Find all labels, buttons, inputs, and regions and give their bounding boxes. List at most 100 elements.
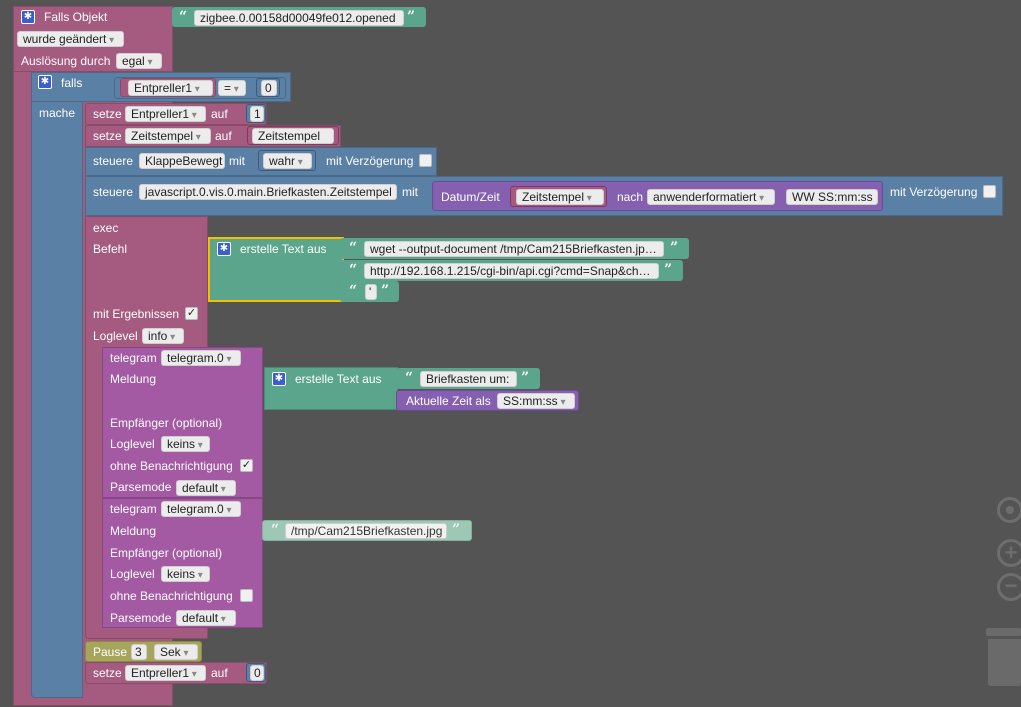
set-label: setze bbox=[93, 129, 122, 143]
loglevel-select[interactable]: keins bbox=[161, 436, 210, 452]
triggered-by-label: Auslösung durch bbox=[21, 54, 111, 68]
telegram-label: telegram bbox=[110, 351, 157, 365]
quote-close-icon: ” bbox=[381, 283, 390, 299]
zoom-in-icon[interactable]: + bbox=[997, 539, 1021, 567]
delay-checkbox[interactable] bbox=[983, 185, 996, 198]
text-field-1[interactable]: wget --output-document /tmp/Cam215Briefk… bbox=[364, 241, 664, 257]
text-field-3[interactable]: ' bbox=[365, 284, 377, 300]
time-format-select[interactable]: SS:mm:ss bbox=[497, 393, 575, 409]
current-time-label: Aktuelle Zeit als bbox=[406, 394, 491, 408]
quote-close-icon: ” bbox=[670, 240, 679, 256]
pause-unit-select[interactable]: Sek bbox=[154, 644, 198, 660]
triggered-by-select[interactable]: egal bbox=[116, 53, 162, 69]
loglevel-select[interactable]: info bbox=[142, 328, 184, 344]
silent-checkbox[interactable]: ✓ bbox=[240, 459, 253, 472]
quote-open-icon: “ bbox=[405, 370, 414, 386]
compare-value-field[interactable]: 0 bbox=[261, 80, 277, 96]
if-label: falls bbox=[61, 76, 83, 90]
condition-select[interactable]: wurde geändert bbox=[17, 31, 124, 47]
quote-open-icon: “ bbox=[349, 262, 358, 278]
text-field-2[interactable]: http://192.168.1.215/cgi-bin/api.cgi?cmd… bbox=[364, 263, 659, 279]
quote-close-icon: ” bbox=[521, 370, 530, 386]
quote-open-icon: “ bbox=[179, 9, 188, 25]
create-text-block[interactable] bbox=[264, 367, 398, 410]
delay-checkbox[interactable] bbox=[419, 154, 432, 167]
quote-close-icon: ” bbox=[664, 262, 673, 278]
telegram-instance-select[interactable]: telegram.0 bbox=[161, 501, 241, 517]
compare-var-select[interactable]: Entpreller1 bbox=[128, 80, 213, 96]
datetime-label: Datum/Zeit bbox=[441, 190, 500, 204]
set-value-field[interactable]: 0 bbox=[250, 665, 264, 681]
gear-icon[interactable]: ✱ bbox=[217, 242, 231, 256]
quote-open-icon: “ bbox=[349, 240, 358, 256]
silent-label: ohne Benachrichtigung bbox=[110, 459, 233, 473]
set-label: setze bbox=[93, 107, 122, 121]
control-target-field[interactable]: KlappeBewegt bbox=[139, 153, 225, 169]
text-field[interactable]: Briefkasten um: bbox=[420, 371, 517, 387]
parse-select[interactable]: default bbox=[176, 480, 236, 496]
target-icon-dot bbox=[1006, 506, 1014, 514]
gear-icon[interactable]: ✱ bbox=[38, 75, 52, 89]
silent-label: ohne Benachrichtigung bbox=[110, 589, 233, 603]
format-field[interactable]: WW SS:mm:ss bbox=[786, 189, 878, 205]
compare-op-select[interactable]: = bbox=[218, 80, 246, 96]
trash-body bbox=[988, 639, 1021, 686]
telegram-block-1[interactable] bbox=[102, 347, 263, 498]
results-checkbox[interactable]: ✓ bbox=[185, 307, 198, 320]
set-value-field[interactable]: 1 bbox=[250, 106, 264, 122]
date-var-select[interactable]: Zeitstempel bbox=[516, 189, 604, 205]
create-text-label: erstelle Text aus bbox=[295, 372, 382, 386]
format-select[interactable]: anwenderformatiert bbox=[647, 189, 775, 205]
loglevel-label: Loglevel bbox=[110, 437, 155, 451]
get-var-field[interactable]: Zeitstempel bbox=[252, 128, 334, 144]
delay-label: mit Verzögerung bbox=[326, 154, 414, 168]
loglevel-label: Loglevel bbox=[110, 567, 155, 581]
recipient-label: Empfänger (optional) bbox=[110, 546, 223, 560]
control-label: steuere bbox=[93, 185, 134, 199]
after-label: nach bbox=[617, 190, 644, 204]
command-label: Befehl bbox=[93, 242, 128, 256]
delay-label: mit Verzögerung bbox=[890, 185, 978, 199]
text-field[interactable]: /tmp/Cam215Briefkasten.jpg bbox=[285, 523, 447, 539]
control-target-field[interactable]: javascript.0.vis.0.main.Briefkasten.Zeit… bbox=[139, 184, 397, 200]
control-with-label: mit bbox=[402, 185, 418, 199]
telegram-instance-select[interactable]: telegram.0 bbox=[161, 350, 241, 366]
quote-close-icon: ” bbox=[452, 522, 461, 538]
pause-value-field[interactable]: 3 bbox=[131, 644, 147, 660]
control-label: steuere bbox=[93, 154, 134, 168]
bool-select[interactable]: wahr bbox=[263, 153, 312, 169]
set-var-select[interactable]: Entpreller1 bbox=[125, 106, 206, 122]
control-with-label: mit bbox=[229, 154, 245, 168]
if-block[interactable] bbox=[31, 72, 83, 698]
pause-label: Pause bbox=[93, 645, 128, 659]
quote-open-icon: “ bbox=[271, 522, 280, 538]
trash-lid bbox=[986, 628, 1021, 636]
recipient-label: Empfänger (optional) bbox=[110, 416, 223, 430]
zoom-out-icon[interactable]: − bbox=[997, 573, 1021, 601]
trash-icon[interactable] bbox=[986, 628, 1021, 686]
parse-label: Parsemode bbox=[110, 480, 172, 494]
set-label: setze bbox=[93, 666, 122, 680]
quote-close-icon: ” bbox=[407, 9, 416, 25]
set-to-label: auf bbox=[215, 129, 232, 143]
loglevel-label: Loglevel bbox=[93, 329, 138, 343]
message-label: Meldung bbox=[110, 372, 157, 386]
create-text-label: erstelle Text aus bbox=[240, 242, 327, 256]
set-to-label: auf bbox=[211, 107, 228, 121]
set-to-label: auf bbox=[211, 666, 228, 680]
message-label: Meldung bbox=[110, 524, 157, 538]
silent-checkbox[interactable] bbox=[240, 589, 253, 602]
trigger-title: Falls Objekt bbox=[44, 10, 108, 24]
gear-icon[interactable]: ✱ bbox=[21, 10, 35, 24]
quote-open-icon: “ bbox=[349, 283, 358, 299]
telegram-block-2[interactable] bbox=[102, 498, 263, 628]
do-label: mache bbox=[39, 106, 76, 120]
object-id-field[interactable]: zigbee.0.00158d00049fe012.opened bbox=[194, 10, 404, 26]
parse-select[interactable]: default bbox=[176, 610, 236, 626]
set-var-select[interactable]: Entpreller1 bbox=[125, 665, 206, 681]
gear-icon[interactable]: ✱ bbox=[272, 372, 286, 386]
set-var-select[interactable]: Zeitstempel bbox=[125, 128, 211, 144]
parse-label: Parsemode bbox=[110, 611, 172, 625]
loglevel-select[interactable]: keins bbox=[161, 566, 210, 582]
exec-label: exec bbox=[93, 221, 119, 235]
